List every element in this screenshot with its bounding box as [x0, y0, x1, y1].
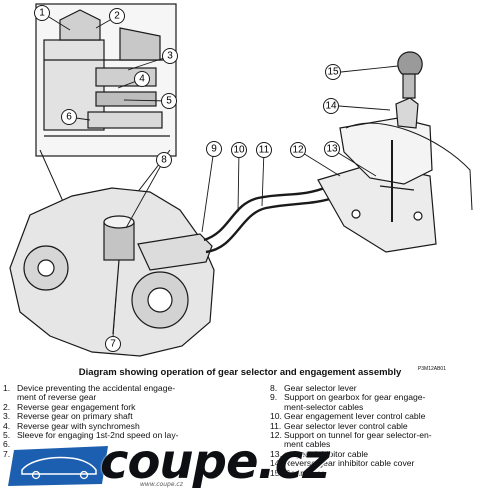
- watermark-tagline: www.coupe.cz: [140, 481, 183, 488]
- legend-item-text: Support on gearbox for gear engage-: [284, 392, 426, 403]
- svg-text:9: 9: [211, 144, 217, 155]
- legend-item-text: Gear selector lever: [284, 383, 357, 393]
- svg-text:2: 2: [114, 11, 120, 22]
- legend-item-text: Device preventing the accidental engage-: [17, 383, 176, 393]
- legend-item-text: ment of reverse gear: [17, 392, 97, 403]
- svg-text:11: 11: [259, 145, 270, 156]
- svg-text:3: 3: [167, 51, 173, 62]
- watermark-brand: coupe.cz: [100, 434, 330, 490]
- legend-item-number: 8.: [270, 383, 278, 393]
- selector-control-cable: [205, 194, 341, 254]
- legend-item-text: se gear inhibitor cable: [284, 448, 369, 459]
- callout-12: 12: [290, 142, 306, 158]
- svg-text:15: 15: [327, 67, 339, 78]
- gear-selector-diagram: 1 2 3 4 5 6 7 8 9 10 11 12 13 14 15: [9, 3, 473, 357]
- legend-item-number: 14.: [270, 458, 282, 469]
- engagement-control-cable: [203, 184, 331, 242]
- gearbox-cable-support: [137, 233, 213, 271]
- legend-item-number: 10.: [270, 411, 282, 422]
- svg-text:13: 13: [326, 144, 338, 155]
- legend-item: ment cables: [270, 439, 476, 450]
- callout-11: 11: [256, 142, 272, 158]
- callout-4: 4: [134, 71, 150, 87]
- legend-item-number: 2.: [3, 401, 11, 412]
- legend-item: 10.Gear engagement lever control cable: [270, 411, 476, 422]
- legend-item-number: 7.: [3, 448, 11, 459]
- callout-1: 1: [34, 5, 50, 21]
- legend-item: 3. Reverse gear on primary shaft: [3, 411, 235, 422]
- svg-text:4: 4: [139, 74, 145, 85]
- legend-item-text: Reverse gear engagement fork: [17, 401, 136, 412]
- legend-left: 1. Device preventing the accidental engag…: [3, 383, 235, 459]
- callout-13: 13: [324, 141, 340, 157]
- legend-item-text: Gear engagement lever control cable: [284, 411, 426, 422]
- legend-item: 6.: [3, 439, 235, 450]
- legend-item-text: Support on tunnel for gear selector-en-: [284, 430, 432, 441]
- figure-caption: Diagram showing operation of gear select…: [78, 367, 402, 378]
- legend-item-number: 9.: [270, 392, 278, 403]
- legend-item: 7.: [3, 448, 235, 459]
- callout-14: 14: [323, 98, 339, 114]
- legend-item: 8. Gear selector lever: [270, 383, 476, 393]
- legend-item-text: Gear selector lever control cable: [284, 420, 408, 431]
- legend-item-number: 4.: [3, 420, 11, 431]
- gear-selector-lever: [103, 215, 135, 335]
- legend-item-number: 11.: [270, 420, 282, 431]
- callout-7: 7: [105, 336, 121, 352]
- legend-item-text: Reverse gear on primary shaft: [17, 411, 133, 422]
- coupe-logo: [8, 446, 108, 486]
- legend-item: 13.se gear inhibitor cable: [270, 448, 476, 459]
- legend-item: 5. Sleeve for engaging 1st-2nd speed on l…: [3, 430, 235, 441]
- svg-text:12: 12: [292, 145, 304, 156]
- callout-9: 9: [206, 141, 222, 157]
- svg-text:5: 5: [166, 96, 172, 107]
- svg-text:14: 14: [325, 101, 337, 112]
- legend-item-text: Gear lever: [284, 467, 325, 478]
- svg-text:7: 7: [110, 339, 116, 350]
- legend-item-text: Reverse gear with synchromesh: [17, 420, 140, 431]
- legend-item-text: Reverse gear inhibitor cable cover: [284, 458, 415, 469]
- legend-item: 9. Support on gearbox for gear engage-: [270, 392, 476, 403]
- car-icon: [21, 456, 97, 475]
- legend-item: 15.Gear lever: [270, 467, 476, 478]
- legend-item-number: 15.: [270, 467, 282, 478]
- legend-item: 2. Reverse gear engagement fork: [3, 401, 235, 412]
- legend-item: 14.Reverse gear inhibitor cable cover: [270, 458, 476, 469]
- gear-lever-knob: [397, 51, 423, 75]
- legend-item: 12.Support on tunnel for gear selector-e…: [270, 430, 476, 441]
- callout-15: 15: [325, 64, 341, 80]
- callout-3: 3: [162, 48, 178, 64]
- figure-reference-code: P3M12AB01: [417, 366, 446, 372]
- callout-leaders: [48, 15, 399, 338]
- svg-text:10: 10: [233, 145, 245, 156]
- callout-6: 6: [61, 109, 77, 125]
- gear-lever: [402, 71, 416, 99]
- legend-item-number: 5.: [3, 430, 11, 441]
- legend-item-number: 13.: [270, 448, 282, 459]
- legend-item-number: 3.: [3, 411, 11, 422]
- callout-2: 2: [109, 8, 125, 24]
- legend-item-number: 12.: [270, 430, 282, 441]
- callout-8: 8: [156, 152, 172, 168]
- svg-text:1: 1: [39, 8, 45, 19]
- legend-item-number: 1.: [3, 383, 11, 393]
- callouts: 1 2 3 4 5 6 7 8 9 10 11 12 13 14 15: [34, 5, 341, 352]
- callout-5: 5: [161, 93, 177, 109]
- legend-item-number: 6.: [3, 439, 11, 450]
- legend-item-text: ment-selector cables: [284, 401, 364, 412]
- legend-item: ment-selector cables: [270, 401, 476, 412]
- legend-item-text: ment cables: [284, 439, 331, 450]
- legend-item: 11.Gear selector lever control cable: [270, 420, 476, 431]
- gear-lever-boot: [395, 97, 419, 129]
- legend-item: 1. Device preventing the accidental engag…: [3, 383, 235, 393]
- svg-text:6: 6: [66, 112, 72, 123]
- legend-right: 8. Gear selector lever 9. Support on gearbo…: [270, 383, 476, 478]
- svg-text:8: 8: [161, 155, 167, 166]
- legend-item: 4. Reverse gear with synchromesh: [3, 420, 235, 431]
- callout-10: 10: [231, 142, 247, 158]
- legend-item: ment of reverse gear: [3, 392, 235, 403]
- legend-item-text: Sleeve for engaging 1st-2nd speed on lay…: [17, 430, 179, 441]
